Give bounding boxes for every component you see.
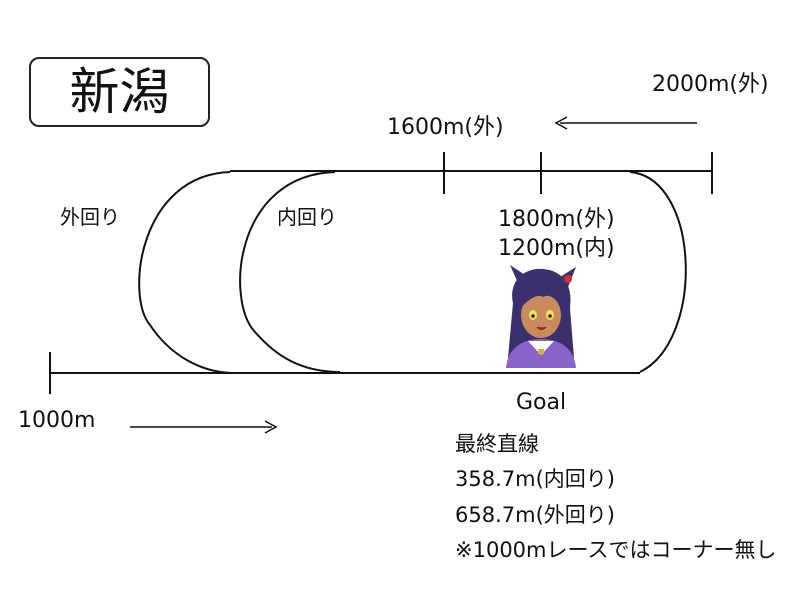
final-straight-outer: 658.7m(外回り) (455, 503, 615, 527)
final-straight-inner: 358.7m(内回り) (455, 467, 615, 491)
course-title: 新潟 (69, 63, 170, 121)
inner-loop-curve (239, 171, 341, 373)
label-goal: Goal (516, 390, 567, 415)
label-2000m-outer: 2000m(外) (652, 72, 769, 97)
label-outer-loop: 外回り (60, 205, 120, 229)
label-1600m-outer: 1600m(外) (387, 115, 504, 140)
direction-arrow-top-head (554, 116, 568, 130)
outer-loop-curve (138, 171, 233, 374)
final-straight-heading: 最終直線 (455, 432, 539, 456)
right-curve (629, 171, 687, 373)
label-1200m-inner: 1200m(内) (498, 236, 615, 261)
course-title-box: 新潟 (29, 57, 210, 127)
final-straight-note: ※1000mレースではコーナー無し (455, 538, 777, 562)
label-1800m-outer: 1800m(外) (498, 207, 615, 232)
character-illustration (506, 265, 576, 368)
direction-arrow-bottom-head (264, 420, 278, 434)
label-1000m: 1000m (18, 408, 96, 433)
label-inner-loop: 内回り (277, 205, 337, 229)
